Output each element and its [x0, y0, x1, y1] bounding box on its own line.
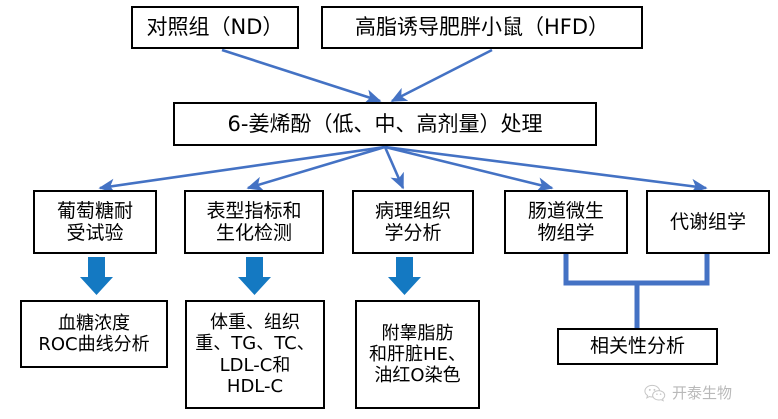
arrow-treatment-to-microbiome — [384, 145, 554, 192]
node-model-group[interactable]: 高脂诱导肥胖小鼠（HFD） — [321, 6, 643, 49]
node-output-histology-result[interactable]: 附睾脂肪 和肝脏HE、 油红O染色 — [355, 300, 480, 409]
arrow-treatment-to-phenotype — [246, 145, 386, 191]
arrow-model-to-treatment — [390, 48, 493, 103]
bracket-to-correlation — [563, 254, 710, 328]
node-correlation-analysis[interactable]: 相关性分析 — [557, 328, 718, 365]
watermark: 开泰生物 — [644, 382, 732, 403]
watermark-text: 开泰生物 — [672, 384, 733, 402]
node-output-phenotype-result[interactable]: 体重、组织 重、TG、TC、 LDL-C和 HDL-C — [185, 300, 325, 409]
wechat-logo-icon — [644, 384, 666, 402]
node-branch-histology[interactable]: 病理组织 学分析 — [352, 190, 474, 254]
arrow-control-to-treatment — [221, 48, 382, 104]
arrow-treatment-to-gtt — [98, 145, 386, 194]
node-control-group[interactable]: 对照组（ND） — [131, 6, 299, 49]
node-branch-gtt[interactable]: 葡萄糖耐 受试验 — [33, 190, 157, 254]
block-arrow-phenotype — [238, 257, 271, 295]
arrow-treatment-to-histology — [383, 146, 405, 190]
node-branch-microbiome[interactable]: 肠道微生 物组学 — [504, 190, 628, 254]
arrow-treatment-to-metabolomics — [384, 145, 708, 194]
block-arrow-gtt — [80, 257, 113, 295]
node-treatment[interactable]: 6-姜烯酚（低、中、高剂量）处理 — [173, 102, 597, 146]
node-branch-metabolomics[interactable]: 代谢组学 — [646, 190, 770, 254]
node-branch-phenotype[interactable]: 表型指标和 生化检测 — [184, 190, 324, 254]
block-arrow-histology — [388, 257, 421, 295]
node-output-gtt-result[interactable]: 血糖浓度 ROC曲线分析 — [20, 300, 168, 368]
